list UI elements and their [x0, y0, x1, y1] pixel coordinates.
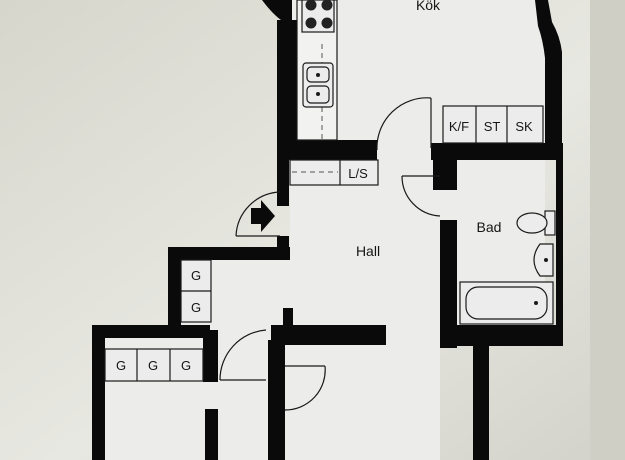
- bedroom-door: [219, 329, 267, 381]
- exterior-edge: [590, 0, 625, 460]
- living-room-door: [284, 365, 326, 411]
- walls: [92, 0, 563, 460]
- room-label-kitchen: Kök: [416, 0, 441, 13]
- kitchen-door: [376, 97, 432, 151]
- bathroom-door: [401, 175, 441, 217]
- ls-closet: [289, 159, 379, 186]
- closet-label-st: ST: [484, 119, 501, 134]
- closet-label-ls: L/S: [348, 166, 368, 181]
- storage-closets: [442, 105, 544, 144]
- entrance-arrow-icon: [251, 200, 275, 232]
- toilet-icon: [516, 210, 556, 236]
- closet-label-kf: K/F: [449, 119, 469, 134]
- room-label-hall: Hall: [356, 243, 380, 259]
- washbasin-icon: [533, 243, 554, 277]
- stove-icon: [301, 0, 335, 33]
- g-label-5: G: [181, 358, 191, 373]
- g-label-2: G: [191, 300, 201, 315]
- entrance-door: [235, 191, 281, 237]
- sink-icon: [302, 62, 334, 108]
- g-label-3: G: [116, 358, 126, 373]
- closet-label-sk: SK: [515, 119, 533, 134]
- g-cabinets-horizontal: [104, 348, 204, 382]
- room-label-bath: Bad: [477, 219, 502, 235]
- g-label-1: G: [191, 268, 201, 283]
- bathtub-icon: [459, 281, 554, 325]
- g-label-4: G: [148, 358, 158, 373]
- g-cabinets-vertical: [180, 259, 212, 323]
